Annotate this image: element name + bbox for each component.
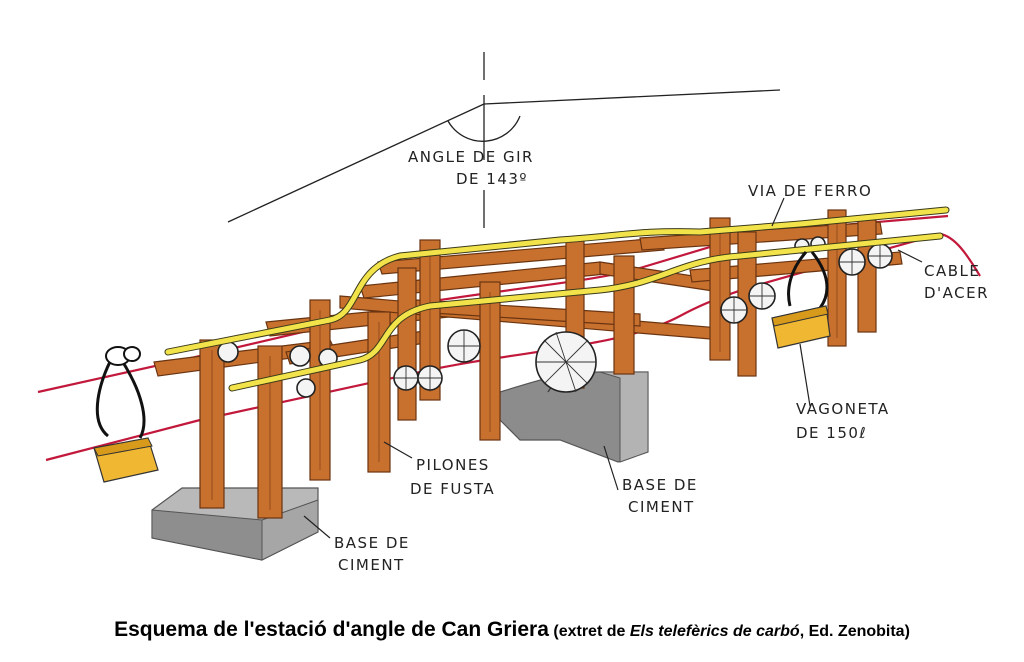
cable-label-line2: D'ACER — [924, 284, 989, 302]
cable-label-line1: CABLE — [924, 262, 980, 280]
angle-construction-lines — [227, 52, 781, 228]
angle-label-line1: ANGLE DE GIR — [408, 148, 534, 166]
angle-label-line2: DE 143º — [456, 170, 528, 188]
bucket-left — [93, 346, 159, 483]
caption-book-title: Els telefèrics de carbó — [629, 623, 800, 640]
caption-main: Esquema de l'estació d'angle de Can Grie… — [114, 618, 549, 641]
leader-lines — [303, 197, 923, 539]
bucket-right — [771, 251, 831, 349]
figure-caption: Esquema de l'estació d'angle de Can Grie… — [0, 618, 1024, 642]
wooden-pylons — [153, 209, 903, 519]
iron-rail — [164, 206, 950, 392]
pilones-label-line2: DE FUSTA — [410, 480, 495, 498]
wood-grain-lines — [211, 220, 838, 510]
vagoneta-label-line2: DE 150ℓ — [796, 424, 867, 442]
via-ferro-label: VIA DE FERRO — [748, 182, 872, 200]
base-center-label-line2: CIMENT — [628, 498, 695, 516]
base-left-label-line1: BASE DE — [334, 534, 410, 552]
vagoneta-label-line1: VAGONETA — [796, 400, 890, 418]
base-center-label-line1: BASE DE — [622, 476, 698, 494]
caption-sub-close: , Ed. Zenobita) — [799, 623, 910, 640]
pulley-spokes — [394, 244, 892, 393]
caption-sub-open: (extret de — [553, 623, 630, 640]
caption-sub: (extret de Els telefèrics de carbó, Ed. … — [553, 623, 910, 640]
concrete-base-left — [151, 487, 319, 561]
pilones-label-line1: PILONES — [416, 456, 490, 474]
base-left-label-line2: CIMENT — [338, 556, 405, 574]
